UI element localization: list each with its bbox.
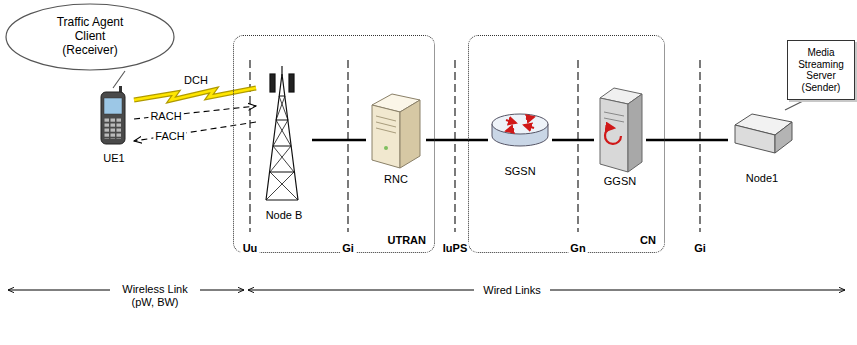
router-icon <box>492 114 548 146</box>
phone-icon <box>101 86 125 144</box>
ggsn-server-icon <box>605 128 621 144</box>
ggsn-server-icon <box>600 88 642 172</box>
connector <box>134 88 256 100</box>
server-box: Media Streaming Server (Sender) <box>787 40 855 100</box>
channel-name: RACH <box>148 110 183 123</box>
connector <box>552 140 594 141</box>
channel-name: DCH <box>182 74 210 87</box>
interface-line <box>249 60 250 232</box>
interface-name: Gn <box>568 242 587 255</box>
host-icon <box>775 122 792 153</box>
span-arrow <box>550 290 845 291</box>
callout-ellipse: Traffic Agent Client (Receiver) <box>5 3 175 71</box>
device-node: Node1 <box>728 110 796 185</box>
tower-icon <box>270 74 275 92</box>
connector <box>113 71 125 88</box>
region-name: UTRAN <box>388 234 427 247</box>
label-holder: Uu <box>241 242 260 255</box>
span-label: Wired Links <box>481 284 542 297</box>
label-holder: Gn <box>568 242 587 255</box>
device-node: Node B <box>256 66 312 222</box>
node-label: GGSN <box>604 175 636 188</box>
interface-line <box>250 60 700 232</box>
host-icon <box>735 114 792 153</box>
connector-line <box>134 122 256 141</box>
connector <box>785 100 805 110</box>
connector-line <box>312 139 366 142</box>
node-label: RNC <box>384 173 408 186</box>
router-icon <box>506 117 534 131</box>
rnc-server-icon <box>384 146 388 150</box>
node-label: Node B <box>266 209 303 222</box>
edge-label-holder: RACH <box>148 110 183 123</box>
interface-name: Gi <box>692 242 708 255</box>
router-icon <box>506 120 516 123</box>
ggsn-server-icon <box>600 98 628 172</box>
ggsn-server-icon <box>604 112 624 122</box>
host-icon <box>735 125 775 153</box>
device-node: RNC <box>366 90 426 186</box>
ggsn-server-icon <box>628 94 642 172</box>
rnc-server-icon <box>400 100 420 168</box>
interface-line <box>577 60 578 232</box>
phone-icon <box>104 118 122 139</box>
node-label: SGSN <box>504 165 535 178</box>
rnc-server-icon <box>376 116 396 133</box>
phone-icon <box>101 92 125 144</box>
connector <box>646 140 728 141</box>
tower-icon <box>270 96 294 172</box>
rnc-server-icon <box>372 94 420 168</box>
interface-line <box>454 60 455 232</box>
radio-bolt <box>134 88 256 100</box>
device-node: UE1 <box>94 88 134 165</box>
radio-bolt-outline <box>134 88 256 100</box>
callout-outline <box>6 4 174 70</box>
edge-label-holder: DCH <box>182 74 210 87</box>
router-icon <box>526 117 534 119</box>
interface-line <box>347 60 348 232</box>
device-node: GGSN <box>594 86 646 188</box>
node-label: Node1 <box>746 172 778 185</box>
connector-line <box>113 71 125 88</box>
label-holder: IuPS <box>441 242 469 255</box>
node-label: UE1 <box>103 152 124 165</box>
span-arrow <box>200 290 244 291</box>
interface-name: Gi <box>340 242 356 255</box>
connector <box>312 140 366 141</box>
device-node: SGSN <box>488 110 552 178</box>
connector <box>134 122 256 141</box>
rnc-server-icon <box>372 105 400 168</box>
connector-line <box>646 139 728 142</box>
phone-icon <box>104 98 122 114</box>
connector-line <box>552 139 594 142</box>
tower-icon <box>266 74 298 200</box>
tower-icon <box>281 66 282 76</box>
interface-name: IuPS <box>441 242 469 255</box>
node-label: Traffic Agent Client (Receiver) <box>47 16 133 57</box>
interface-line <box>699 60 700 232</box>
connector <box>426 140 488 141</box>
label-holder: Wireless Link (pW, BW) <box>111 283 199 308</box>
interface-name: Uu <box>241 242 260 255</box>
span-arrow <box>8 290 110 291</box>
connector-line <box>426 139 488 142</box>
span-arrow <box>248 290 474 291</box>
tower-icon <box>289 74 294 92</box>
router-icon <box>506 129 514 131</box>
label-holder: Gi <box>692 242 708 255</box>
label-holder: Gi <box>340 242 356 255</box>
router-icon <box>492 114 548 134</box>
region-name: CN <box>640 234 656 247</box>
network-region: CN SGSN GGSN <box>468 35 665 253</box>
tower-icon <box>266 66 298 200</box>
router-icon <box>524 125 534 128</box>
node-label: Media Streaming Server (Sender) <box>791 47 851 93</box>
channel-name: FACH <box>153 130 186 143</box>
network-region: UTRAN Node B RNC <box>233 35 435 253</box>
label-holder: Wired Links <box>481 284 542 297</box>
connector-line <box>785 100 805 110</box>
edge-label-holder: FACH <box>153 130 186 143</box>
span-label: Wireless Link (pW, BW) <box>111 283 199 308</box>
tower-icon <box>266 96 298 200</box>
